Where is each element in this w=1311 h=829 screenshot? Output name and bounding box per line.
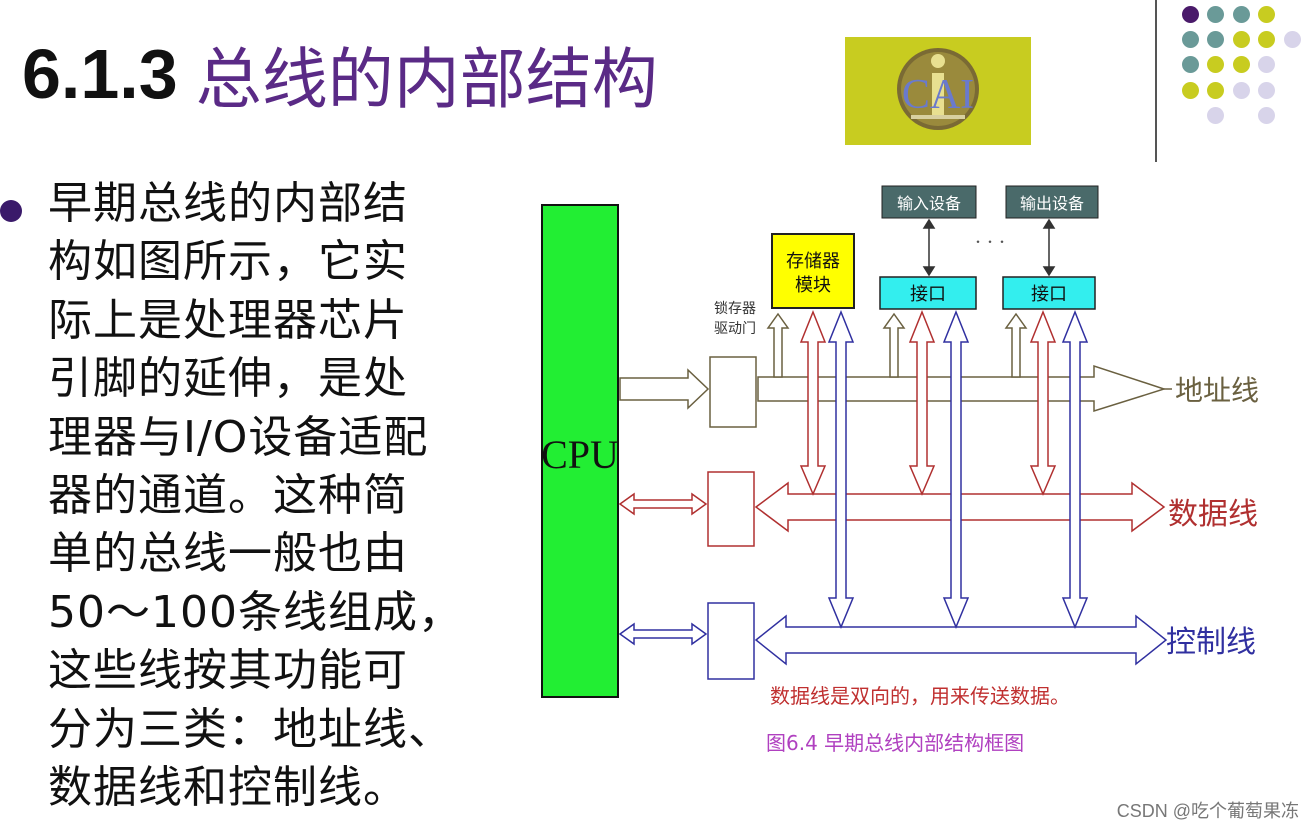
input-device [881, 185, 977, 219]
output-device [1005, 185, 1099, 219]
logo-text: CAI [902, 72, 974, 118]
data-buffer-box [707, 471, 755, 547]
palette-dot [1182, 82, 1199, 99]
palette-dot [1207, 6, 1224, 23]
palette-dot [1233, 6, 1250, 23]
paragraph-line: 50～100条线组成， [48, 586, 463, 638]
paragraph-line: 分为三类：地址线、 [48, 703, 453, 755]
section-title: 总线的内部结构 [195, 41, 658, 118]
latch-label: 驱动门 [714, 321, 756, 337]
palette-dot [1258, 82, 1275, 99]
paragraph-line: 器的通道。这种简 [48, 470, 408, 522]
cpu-control-arrow [618, 622, 708, 646]
diagram-caption: 图6.4 早期总线内部结构框图 [766, 731, 1024, 755]
latch-label: 锁存器 [714, 301, 756, 317]
output-device-label: 输出设备 [1020, 194, 1084, 213]
paragraph-line: 理器与I/O设备适配 [48, 411, 429, 463]
bus-structure-diagram: CPU 锁存器 驱动门 存储器 模块 输入设备 输出设备 ・・・ 接口 接口 地… [541, 185, 1259, 755]
input-device-label: 输入设备 [897, 194, 961, 213]
memory-module [771, 233, 855, 309]
interface-label: 接口 [1031, 284, 1067, 305]
cpu-address-arrow [619, 368, 710, 410]
palette-dot [1258, 6, 1275, 23]
diagram-note: 数据线是双向的，用来传送数据。 [770, 684, 1070, 708]
palette-dot [1207, 107, 1224, 124]
paragraph-line: 构如图所示，它实 [48, 236, 408, 288]
palette-dot [1182, 31, 1199, 48]
palette-dot [1258, 107, 1275, 124]
cai-logo: CAI [845, 37, 1031, 145]
cpu-data-arrow [618, 492, 708, 516]
cpu-label: CPU [541, 432, 619, 477]
memory-label: 存储器 [786, 251, 840, 272]
header-divider [1155, 0, 1157, 162]
control-taps [827, 309, 1089, 629]
palette-dot [1233, 56, 1250, 73]
control-buffer-box [707, 602, 755, 680]
palette-dot [1258, 31, 1275, 48]
bullet-point [0, 200, 22, 222]
palette-dot [1258, 56, 1275, 73]
paragraph-line: 单的总线一般也由 [48, 528, 408, 580]
body-paragraph: 早期总线的内部结 构如图所示，它实 际上是处理器芯片 引脚的延伸，是处 理器与I… [48, 175, 508, 817]
watermark: CSDN @吃个葡萄果冻 [1116, 801, 1299, 821]
palette-dot [1207, 31, 1224, 48]
palette-dot [1233, 82, 1250, 99]
address-taps [766, 312, 1028, 378]
paragraph-line: 际上是处理器芯片 [48, 294, 408, 346]
address-latch-box [709, 356, 757, 428]
palette-dot [1182, 6, 1199, 23]
palette-dot [1233, 31, 1250, 48]
palette-dot [1207, 82, 1224, 99]
control-line-label: 控制线 [1166, 625, 1256, 660]
control-bus [754, 614, 1168, 666]
palette-dot [1207, 56, 1224, 73]
device-links [922, 218, 1056, 277]
interface-block [879, 276, 977, 310]
cpu-block [541, 204, 619, 698]
ellipsis: ・・・ [972, 235, 1008, 249]
address-line-label: 地址线 [1175, 374, 1259, 407]
interface-block [1002, 276, 1096, 310]
paragraph-line: 数据线和控制线。 [48, 762, 408, 814]
interface-label: 接口 [910, 284, 946, 305]
section-number: 6.1.3 [22, 35, 178, 113]
paragraph-line: 早期总线的内部结 [48, 178, 408, 229]
data-line-label: 数据线 [1168, 497, 1258, 532]
memory-label: 模块 [795, 275, 831, 296]
palette-dot [1182, 56, 1199, 73]
palette-dot [1284, 31, 1301, 48]
paragraph-line: 这些线按其功能可 [48, 645, 408, 697]
data-taps [799, 309, 1057, 496]
paragraph-line: 引脚的延伸，是处 [48, 353, 408, 405]
